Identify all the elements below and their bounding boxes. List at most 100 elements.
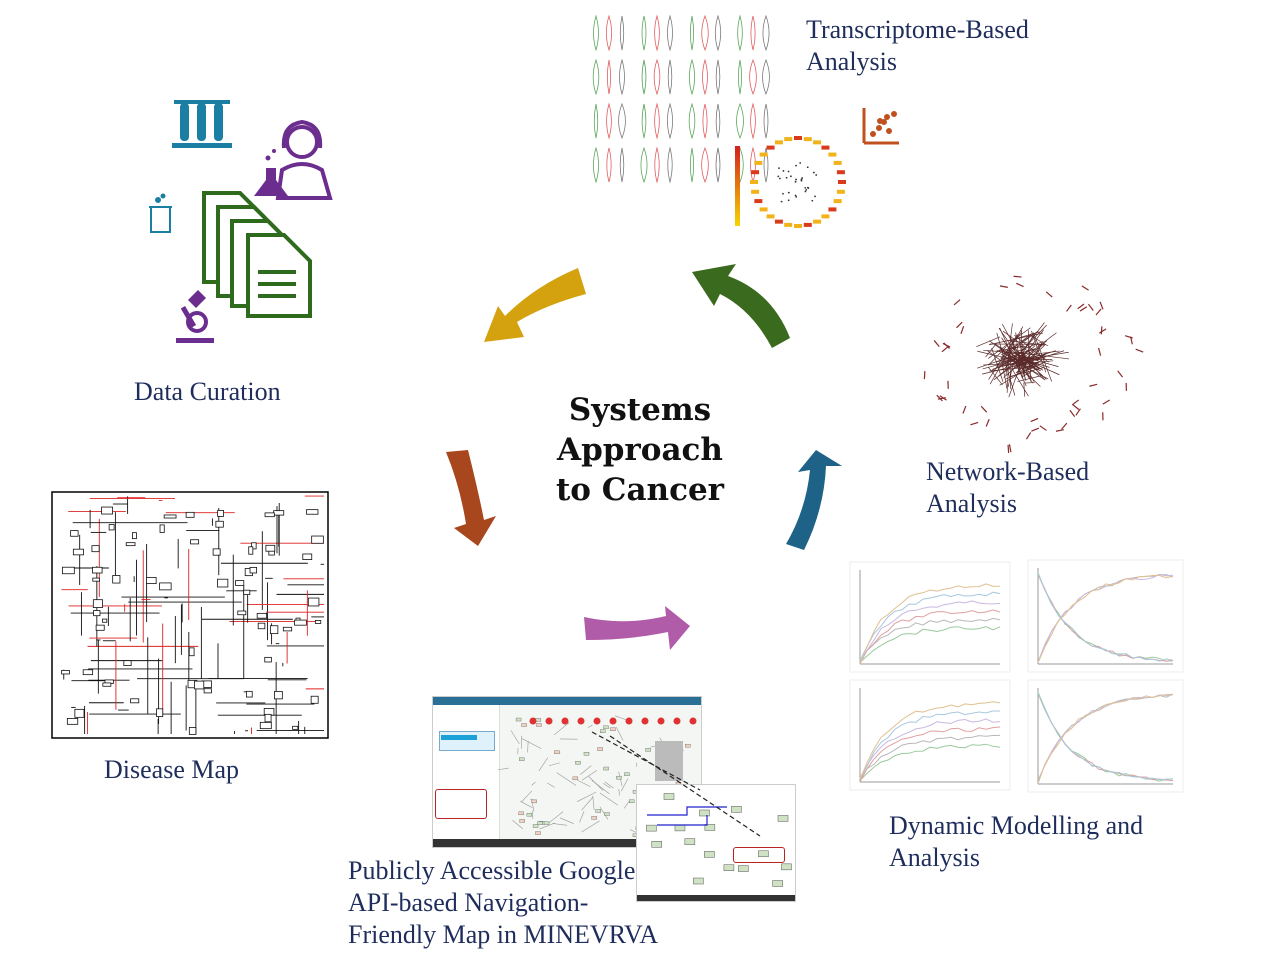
network-node xyxy=(784,222,793,227)
network-node xyxy=(836,189,845,194)
network-node xyxy=(774,219,783,224)
violin-shape xyxy=(641,103,647,139)
network-node xyxy=(833,160,842,165)
disease-map-diagram xyxy=(51,491,329,739)
network-node xyxy=(750,180,758,184)
network-node xyxy=(794,224,802,228)
network-node xyxy=(803,137,812,142)
network-node xyxy=(759,152,768,157)
center-title-line-3: to Cancer xyxy=(555,472,725,508)
violin-shape xyxy=(593,14,599,52)
violin-shape xyxy=(619,147,625,183)
violin-shape xyxy=(715,147,721,183)
scatter-plot-icon xyxy=(862,108,899,145)
violin-shape xyxy=(606,59,612,95)
label-dynamic: Dynamic Modelling and Analysis xyxy=(889,811,1144,872)
beaker-icon xyxy=(149,193,172,233)
violin-shape xyxy=(667,146,673,184)
network-node xyxy=(794,136,802,140)
violin-shape xyxy=(689,147,695,183)
arrow-brown xyxy=(446,450,496,546)
violin-shape xyxy=(762,14,770,52)
network-node xyxy=(821,145,830,150)
label-transcriptome: Transcriptome-Based Analysis xyxy=(806,15,1029,76)
violin-shape xyxy=(619,58,625,96)
violin-shape xyxy=(641,15,647,51)
violin-shape xyxy=(762,58,770,96)
flask-icon xyxy=(254,149,288,196)
violin-shape xyxy=(667,59,673,95)
label-disease-map: Disease Map xyxy=(104,755,240,784)
scientist-icon xyxy=(275,119,333,200)
network-graph xyxy=(923,275,1144,453)
center-title-line-2: Approach xyxy=(557,432,723,468)
violin-shape xyxy=(606,102,612,140)
violin-shape xyxy=(702,103,708,139)
label-network: Network-Based Analysis xyxy=(926,457,1090,518)
violin-shape xyxy=(715,59,721,95)
violin-shape xyxy=(714,14,722,52)
violin-shape xyxy=(701,146,709,184)
violin-shape xyxy=(738,59,742,95)
network-node xyxy=(813,219,822,224)
center-title: Systems Approach to Cancer xyxy=(540,390,740,510)
documents-icon xyxy=(202,191,312,318)
label-data-curation: Data Curation xyxy=(134,377,281,406)
violin-shape xyxy=(701,14,709,52)
violin-shape xyxy=(715,103,721,139)
network-node xyxy=(821,214,830,219)
violin-shape xyxy=(641,59,647,95)
dynamic-model-plots xyxy=(849,559,1184,793)
network-node xyxy=(766,214,775,219)
test-tubes-icon xyxy=(172,100,232,148)
network-node xyxy=(828,207,837,212)
minerva-sidebar xyxy=(433,705,500,839)
violin-shape xyxy=(688,58,696,96)
network-node xyxy=(803,222,812,227)
violin-shape xyxy=(593,146,599,184)
violin-shape xyxy=(593,103,599,139)
arrow-gold xyxy=(484,268,586,342)
minerva-header-bar xyxy=(433,697,701,705)
network-node xyxy=(754,199,763,204)
network-node xyxy=(754,160,763,165)
violin-shape xyxy=(605,14,613,52)
arrow-purple xyxy=(584,606,690,650)
violin-shape xyxy=(702,58,708,96)
violin-shape xyxy=(750,15,756,51)
network-node xyxy=(836,170,845,175)
minerva-footer-bar xyxy=(433,839,701,847)
violin-shape xyxy=(619,15,625,51)
violin-shape xyxy=(749,58,757,96)
violin-shape xyxy=(654,146,660,184)
violin-shape xyxy=(737,14,743,52)
violin-shape xyxy=(640,146,648,184)
network-node xyxy=(813,140,822,145)
arrow-green xyxy=(692,264,790,348)
network-node xyxy=(828,152,837,157)
violin-shape xyxy=(688,102,696,140)
arrow-blue xyxy=(786,450,842,550)
network-node xyxy=(774,140,783,145)
color-scale-bar xyxy=(735,146,740,226)
network-node xyxy=(759,207,768,212)
network-node xyxy=(751,170,760,175)
network-node xyxy=(838,180,846,184)
violin-shape xyxy=(606,147,612,183)
network-node xyxy=(784,137,793,142)
violin-shape xyxy=(654,102,660,140)
violin-shape xyxy=(689,15,695,51)
violin-shape xyxy=(763,103,769,139)
violin-shape xyxy=(667,14,673,52)
violin-shape xyxy=(736,102,744,140)
minerva-zoom-inset xyxy=(636,784,796,902)
violin-shape xyxy=(666,102,674,140)
center-title-line-1: Systems xyxy=(568,392,712,428)
label-minerva: Publicly Accessible Google API-based Nav… xyxy=(348,856,659,949)
violin-shape xyxy=(618,102,626,140)
violin-shape xyxy=(592,58,600,96)
violin-shape xyxy=(750,102,756,140)
network-node xyxy=(766,145,775,150)
